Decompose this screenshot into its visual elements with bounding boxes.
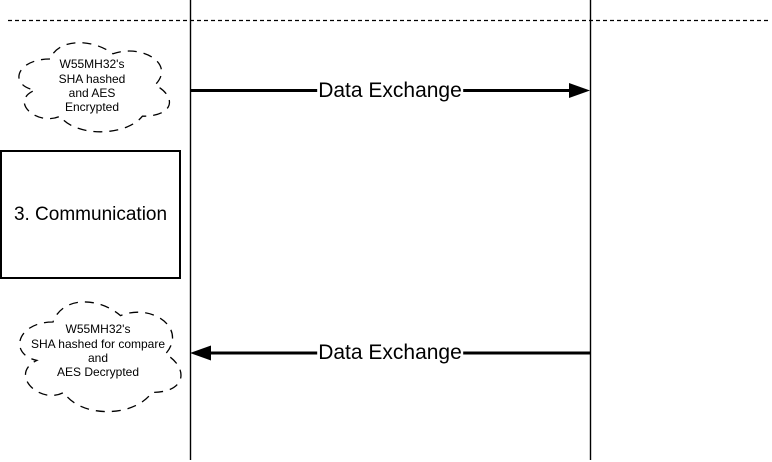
message-label-text: Data Exchange (317, 341, 463, 364)
encrypted-data-cloud-label: W55MH32's SHA hashed and AES Encrypted (8, 36, 176, 136)
cloud-label-line: and AES (68, 86, 116, 100)
encrypted-data-cloud-shape (18, 42, 171, 133)
step-box-label: 3. Communication (13, 203, 168, 225)
message-label-data-exchange-top: Data Exchange (317, 79, 463, 103)
cloud-label-line: SHA hashed for compare (30, 336, 166, 351)
cloud-label-line: SHA hashed (58, 71, 126, 86)
cloud-label-line: AES Decrypted (56, 365, 140, 380)
message-label-data-exchange-bottom: Data Exchange (317, 341, 463, 365)
cloud-label-line: W55MH32's (59, 57, 125, 72)
message-label-text: Data Exchange (317, 79, 463, 102)
cloud-label-line: and (87, 351, 109, 365)
decrypted-data-cloud-shape (19, 301, 182, 413)
decrypted-data-cloud-label: W55MH32's SHA hashed for compare and AES… (8, 292, 188, 410)
step-box-communication: 3. Communication (0, 150, 181, 279)
cloud-label-line: Encrypted (64, 100, 120, 115)
cloud-label-line: W55MH32's (65, 322, 131, 337)
arrowhead-left-icon (190, 345, 211, 361)
arrowhead-right-icon (569, 83, 590, 98)
